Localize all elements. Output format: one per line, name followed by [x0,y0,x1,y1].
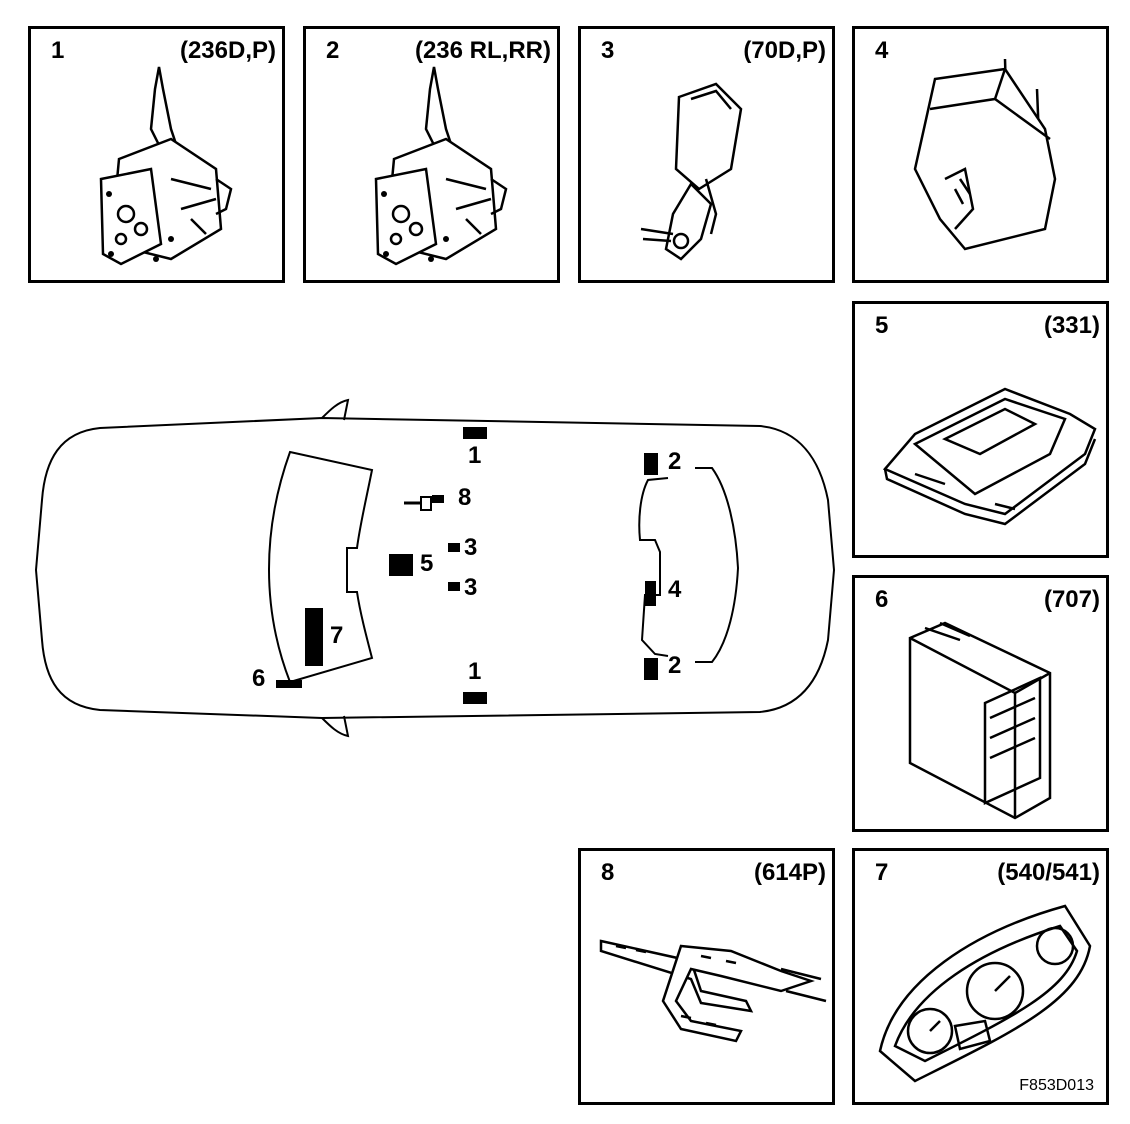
label-3-top: 3 [464,534,478,561]
panel-4-rear-seat-sensor: 4 [852,26,1109,283]
marker-1-bottom [463,692,487,704]
instrument-cluster-icon [878,904,1092,1083]
marker-2-bottom [644,658,658,680]
rear-seat-sensor-icon [913,58,1057,251]
panel-code: (70D,P) [743,37,826,64]
label-1-top: 1 [468,442,482,469]
marker-1-top [463,427,487,439]
rear-seat-outline [695,467,740,663]
panel-code: (236D,P) [179,37,276,64]
label-2-top: 2 [668,448,682,475]
marker-5 [389,554,413,576]
panel-number: 7 [875,859,889,886]
label-4: 4 [668,576,682,603]
panel-2-seat-belt-retractor: 2 (236 RL,RR) [303,26,560,283]
reference-code: F853D013 [1019,1077,1094,1094]
panel-code: (331) [1043,312,1100,339]
control-module-icon [882,387,1097,526]
label-6: 6 [252,665,266,692]
panel-number: 4 [875,37,889,64]
windscreen-outline [268,450,374,684]
right-mirror [321,715,350,738]
panel-number: 5 [875,312,889,339]
panel-number: 6 [875,586,889,613]
label-1-bottom: 1 [468,658,482,685]
panel-8-occupancy-sensor-mat: 8 (614P) [578,848,835,1105]
seat-belt-buckle-icon [640,82,743,261]
marker-3-bottom [448,582,460,591]
marker-2-top [644,453,658,475]
panel-number: 8 [601,859,615,886]
marker-6 [276,680,302,688]
label-8: 8 [458,484,472,511]
label-2-bottom: 2 [668,652,682,679]
panel-code: (707) [1043,586,1100,613]
panel-code: (614P) [753,859,826,886]
label-3-bottom: 3 [464,574,478,601]
seat-belt-retractor-icon [99,66,233,266]
panel-5-control-module: 5 (331) [852,301,1109,558]
panel-code: (540/541) [997,859,1100,886]
panel-number: 1 [51,37,65,64]
seat-occupancy-sensor-mat-icon [599,939,827,1043]
seat-belt-retractor-icon [374,66,508,266]
label-5: 5 [420,550,434,577]
marker-3-top [448,543,460,552]
panel-7-instrument-cluster: 7 (540/541) F853D013 [852,848,1109,1105]
car-body-outline [34,416,836,720]
panel-number: 2 [326,37,340,64]
panel-3-seat-belt-buckle: 3 (70D,P) [578,26,835,283]
marker-8 [404,495,444,511]
label-7: 7 [330,622,344,649]
panel-number: 3 [601,37,615,64]
electronic-unit-icon [908,621,1052,820]
panel-code: (236 RL,RR) [414,37,551,64]
marker-4 [645,581,656,606]
panel-6-electronic-unit: 6 (707) [852,575,1109,832]
panel-1-seat-belt-retractor: 1 (236D,P) [28,26,285,283]
left-mirror [321,398,350,421]
rear-seat-inner [638,477,669,657]
marker-7 [305,608,323,666]
